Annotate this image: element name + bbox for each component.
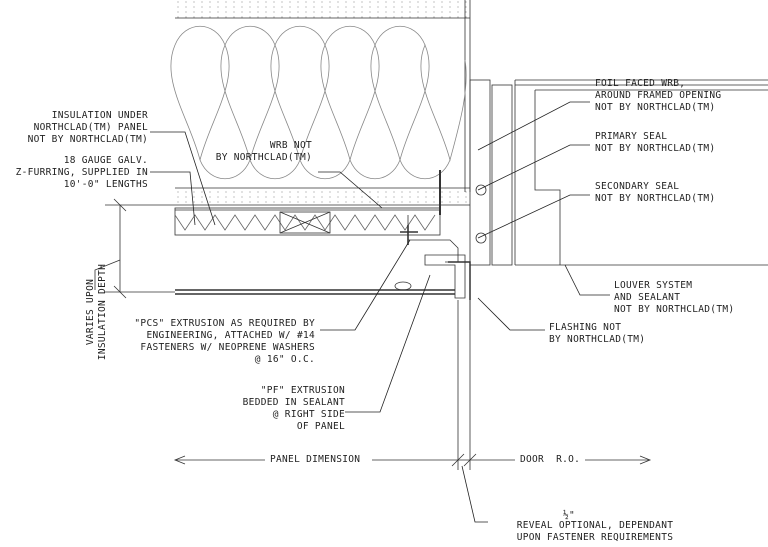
label-line: REVEAL OPTIONAL, DEPENDANT [516,520,674,531]
label-half-inch: ½" [563,510,576,521]
label-line: OF PANEL [296,421,345,432]
label-line: "PCS" EXTRUSION AS REQUIRED BY [134,318,315,329]
batt-insulation [170,25,467,180]
label-line: NOT BY NORTHCLAD(TM) [595,143,716,154]
label-line: WRB NOT [269,140,312,151]
label-line: @ 16" O.C. [254,354,315,365]
rigid-insulation [174,207,441,236]
label-panel-dimension: PANEL DIMENSION [270,454,361,465]
label-line: AROUND FRAMED OPENING [595,90,722,101]
label-line: NORTHCLAD(TM) PANEL [33,122,148,133]
door-frame [469,79,768,330]
label-line: ENGINEERING, ATTACHED W/ #14 [146,330,315,341]
label-line: BY NORTHCLAD(TM) [215,152,312,163]
label-line: VARIES UPON [85,278,96,346]
label-line: UPON FASTENER REQUIREMENTS [516,532,674,543]
label-line: PRIMARY SEAL [595,131,668,142]
label-line: LOUVER SYSTEM [614,280,693,291]
label-line: @ RIGHT SIDE [272,409,345,420]
label-line: FASTENERS W/ NEOPRENE WASHERS [140,342,315,353]
label-line: 18 GAUGE GALV. [63,155,148,166]
label-line: SECONDARY SEAL [595,181,680,192]
label-line: NOT BY NORTHCLAD(TM) [614,304,735,315]
panel [175,281,455,295]
label-line: INSULATION DEPTH [97,263,108,361]
dimension-lines [94,198,652,470]
label-door-ro: DOOR R.O. [520,454,581,465]
label-line: FLASHING NOT [549,322,622,333]
label-line: NOT BY NORTHCLAD(TM) [595,193,716,204]
label-line: NOT BY NORTHCLAD(TM) [27,134,148,145]
label-line: NOT BY NORTHCLAD(TM) [595,102,716,113]
label-line: 10'-0" LENGTHS [63,179,148,190]
leader-lines [150,101,610,523]
label-line: AND SEALANT [614,292,681,303]
label-line: BY NORTHCLAD(TM) [549,334,646,345]
label-line: Z-FURRING, SUPPLIED IN [15,167,148,178]
label-line: "PF" EXTRUSION [260,385,345,396]
label-line: FOIL FACED WRB, [595,78,686,89]
label-line: BEDDED IN SEALANT [242,397,345,408]
sheathing [175,187,470,206]
label-line: INSULATION UNDER [51,110,148,121]
